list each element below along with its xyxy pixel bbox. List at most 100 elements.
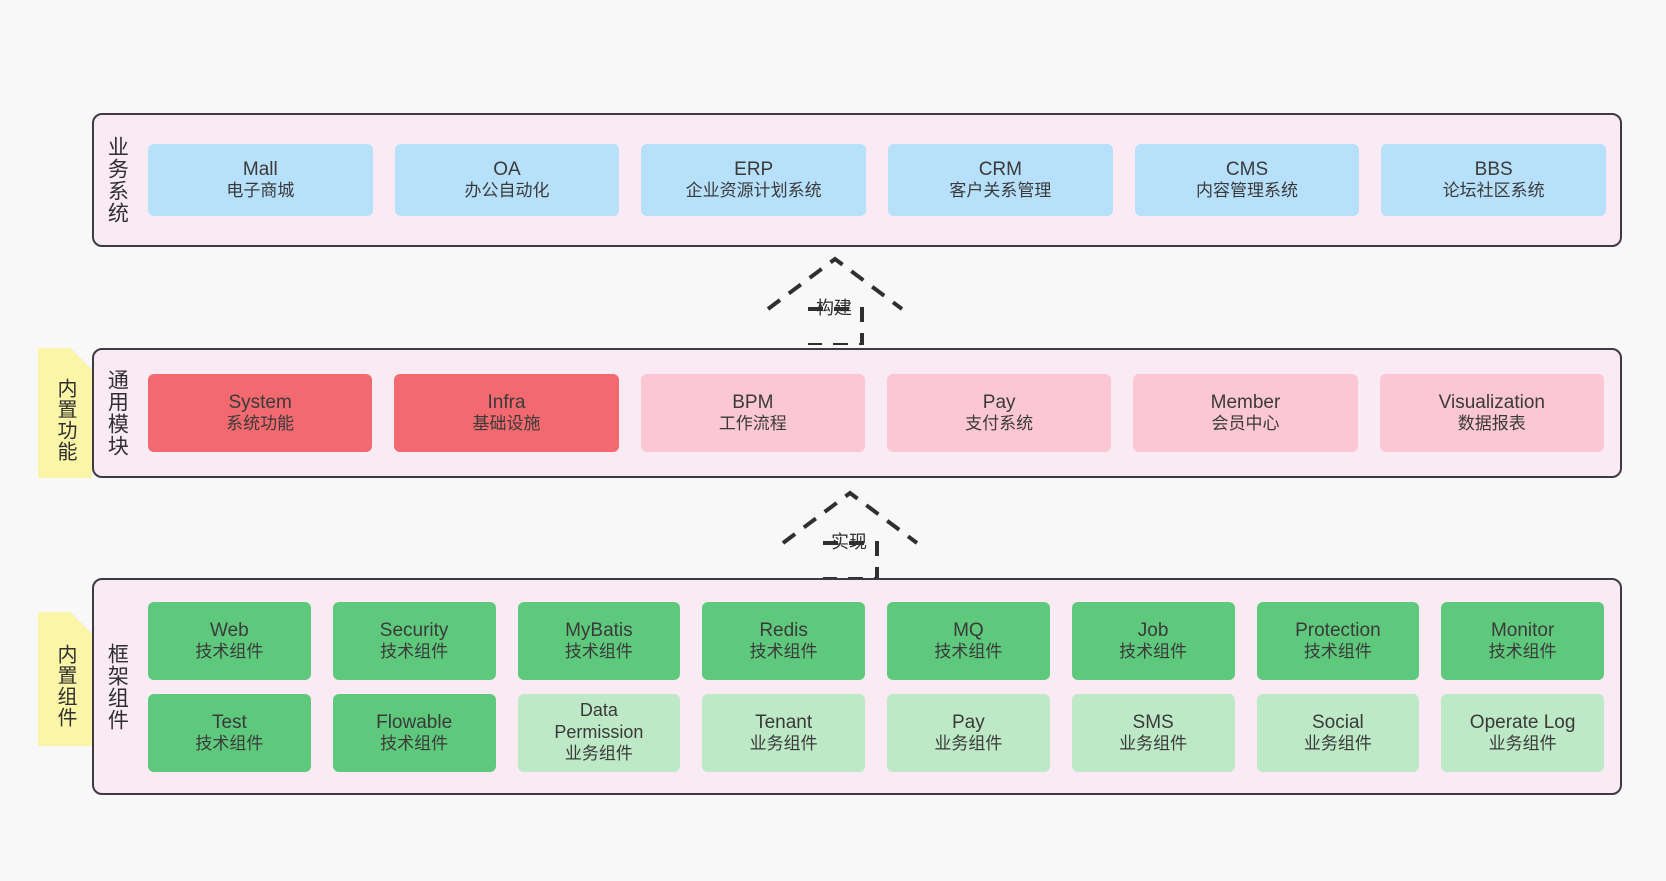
card-title: CMS (1225, 159, 1269, 181)
layer-framework-components: 框架组件 Web 技术组件 Security 技术组件 MyBatis 技术组件… (92, 578, 1622, 795)
card-subtitle: 技术组件 (564, 641, 633, 661)
component-card-monitor[interactable]: Monitor 技术组件 (1441, 601, 1604, 680)
card-subtitle: 技术组件 (195, 641, 264, 661)
card-title: CRM (978, 159, 1022, 181)
card-title: Web (210, 619, 249, 641)
card-row: Test 技术组件 Flowable 技术组件 Data Permission … (148, 693, 1604, 772)
layer-title-business: 业务系统 (105, 136, 129, 224)
card-row: Web 技术组件 Security 技术组件 MyBatis 技术组件 Redi… (148, 601, 1604, 680)
module-card-member[interactable]: Member 会员中心 (1133, 374, 1358, 452)
card-title: OA (493, 159, 521, 181)
card-subtitle: 业务组件 (749, 733, 818, 753)
card-subtitle: 会员中心 (1211, 414, 1280, 434)
card-title: Tenant (755, 711, 813, 733)
component-card-flowable[interactable]: Flowable 技术组件 (332, 693, 496, 772)
layer-business-systems: 业务系统 Mall 电子商城 OA 办公自动化 ERP 企业资源计划系统 CRM… (92, 113, 1622, 247)
card-title: Test (211, 711, 247, 733)
layer-common-modules: 通用模块 System 系统功能 Infra 基础设施 BPM 工作流程 Pay… (92, 348, 1622, 478)
card-subtitle: 业务组件 (1488, 733, 1557, 753)
connector-implement: 实现 (775, 487, 925, 581)
note-built-in-components: 内置组件 (38, 612, 92, 746)
component-card-mybatis[interactable]: MyBatis 技术组件 (517, 601, 681, 680)
card-title: Operate Log (1469, 711, 1576, 733)
connector-label-implement: 实现 (831, 532, 867, 552)
component-card-data-permission[interactable]: Data Permission 业务组件 (517, 693, 681, 772)
module-card-system[interactable]: System 系统功能 (148, 374, 373, 452)
card-subtitle: 技术组件 (1303, 641, 1372, 661)
component-card-sms[interactable]: SMS 业务组件 (1071, 693, 1235, 772)
card-title: SMS (1132, 711, 1174, 733)
card-row: Mall 电子商城 OA 办公自动化 ERP 企业资源计划系统 CRM 客户关系… (148, 144, 1607, 216)
module-card-oa[interactable]: OA 办公自动化 (394, 144, 620, 216)
module-card-crm[interactable]: CRM 客户关系管理 (888, 144, 1113, 216)
component-card-redis[interactable]: Redis 技术组件 (702, 601, 865, 680)
component-card-mq[interactable]: MQ 技术组件 (887, 601, 1050, 680)
card-title: Social (1312, 711, 1364, 733)
component-card-pay[interactable]: Pay 业务组件 (887, 693, 1050, 772)
module-card-infra[interactable]: Infra 基础设施 (394, 374, 619, 452)
component-card-job[interactable]: Job 技术组件 (1071, 601, 1235, 680)
module-card-bpm[interactable]: BPM 工作流程 (640, 374, 865, 452)
module-card-erp[interactable]: ERP 企业资源计划系统 (641, 144, 867, 216)
layer-title-frame: 框架组件 (105, 642, 129, 731)
card-subtitle: 技术组件 (1488, 641, 1557, 661)
component-card-social[interactable]: Social 业务组件 (1256, 693, 1420, 772)
note-label: 内置功能 (54, 378, 76, 462)
module-card-pay[interactable]: Pay 支付系统 (886, 374, 1112, 452)
card-title: Monitor (1490, 619, 1555, 641)
card-title: Flowable (376, 711, 453, 733)
card-subtitle: 支付系统 (965, 414, 1034, 434)
card-title: Pay (952, 711, 985, 733)
component-card-test[interactable]: Test 技术组件 (148, 693, 311, 772)
connector-label-build: 构建 (816, 298, 852, 318)
card-title: Data (579, 700, 618, 721)
card-subtitle: 业务组件 (1303, 733, 1372, 753)
card-title: Member (1210, 392, 1281, 414)
component-card-protection[interactable]: Protection 技术组件 (1256, 601, 1420, 680)
card-title: Visualization (1438, 392, 1545, 414)
component-card-security[interactable]: Security 技术组件 (332, 601, 496, 680)
card-subtitle: 客户关系管理 (949, 181, 1052, 201)
card-title: Redis (759, 619, 808, 641)
card-subtitle: 数据报表 (1457, 414, 1526, 434)
card-title: ERP (734, 159, 774, 181)
layer-title-common: 通用模块 (105, 369, 129, 457)
card-title: Security (379, 619, 449, 641)
card-row: System 系统功能 Infra 基础设施 BPM 工作流程 Pay 支付系统… (148, 374, 1604, 452)
card-title: Mall (242, 159, 278, 181)
card-subtitle: 业务组件 (564, 744, 633, 764)
card-subtitle: 企业资源计划系统 (685, 181, 822, 201)
card-title: BPM (732, 392, 774, 414)
module-card-visualization[interactable]: Visualization 数据报表 (1379, 374, 1604, 452)
card-subtitle: 基础设施 (472, 414, 541, 434)
card-subtitle: 内容管理系统 (1196, 181, 1299, 201)
layer-body-frame: Web 技术组件 Security 技术组件 MyBatis 技术组件 Redi… (138, 580, 1620, 793)
card-title: MyBatis (565, 619, 633, 641)
card-subtitle: 技术组件 (380, 641, 449, 661)
card-title: BBS (1474, 159, 1513, 181)
component-card-web[interactable]: Web 技术组件 (148, 601, 311, 680)
card-subtitle: 系统功能 (226, 414, 295, 434)
card-subtitle: 技术组件 (934, 641, 1003, 661)
card-title: Protection (1295, 619, 1381, 641)
module-card-cms[interactable]: CMS 内容管理系统 (1134, 144, 1360, 216)
card-title: Infra (487, 392, 526, 414)
component-card-operate-log[interactable]: Operate Log 业务组件 (1441, 693, 1604, 772)
card-subtitle: 业务组件 (1119, 733, 1188, 753)
card-subtitle: 业务组件 (934, 733, 1003, 753)
card-subtitle: 工作流程 (718, 414, 787, 434)
layer-body-business: Mall 电子商城 OA 办公自动化 ERP 企业资源计划系统 CRM 客户关系… (138, 115, 1620, 245)
card-subtitle: 论坛社区系统 (1442, 181, 1545, 201)
card-subtitle: 技术组件 (380, 733, 449, 753)
connector-build: 构建 (760, 253, 910, 347)
card-subtitle: 技术组件 (195, 733, 264, 753)
module-card-mall[interactable]: Mall 电子商城 (148, 144, 373, 216)
card-subtitle: 电子商城 (226, 181, 295, 201)
card-title: MQ (953, 619, 984, 641)
card-subtitle: 技术组件 (749, 641, 818, 661)
card-title: Pay (982, 392, 1016, 414)
card-subtitle: 办公自动化 (464, 181, 550, 201)
component-card-tenant[interactable]: Tenant 业务组件 (702, 693, 865, 772)
module-card-bbs[interactable]: BBS 论坛社区系统 (1381, 144, 1607, 216)
